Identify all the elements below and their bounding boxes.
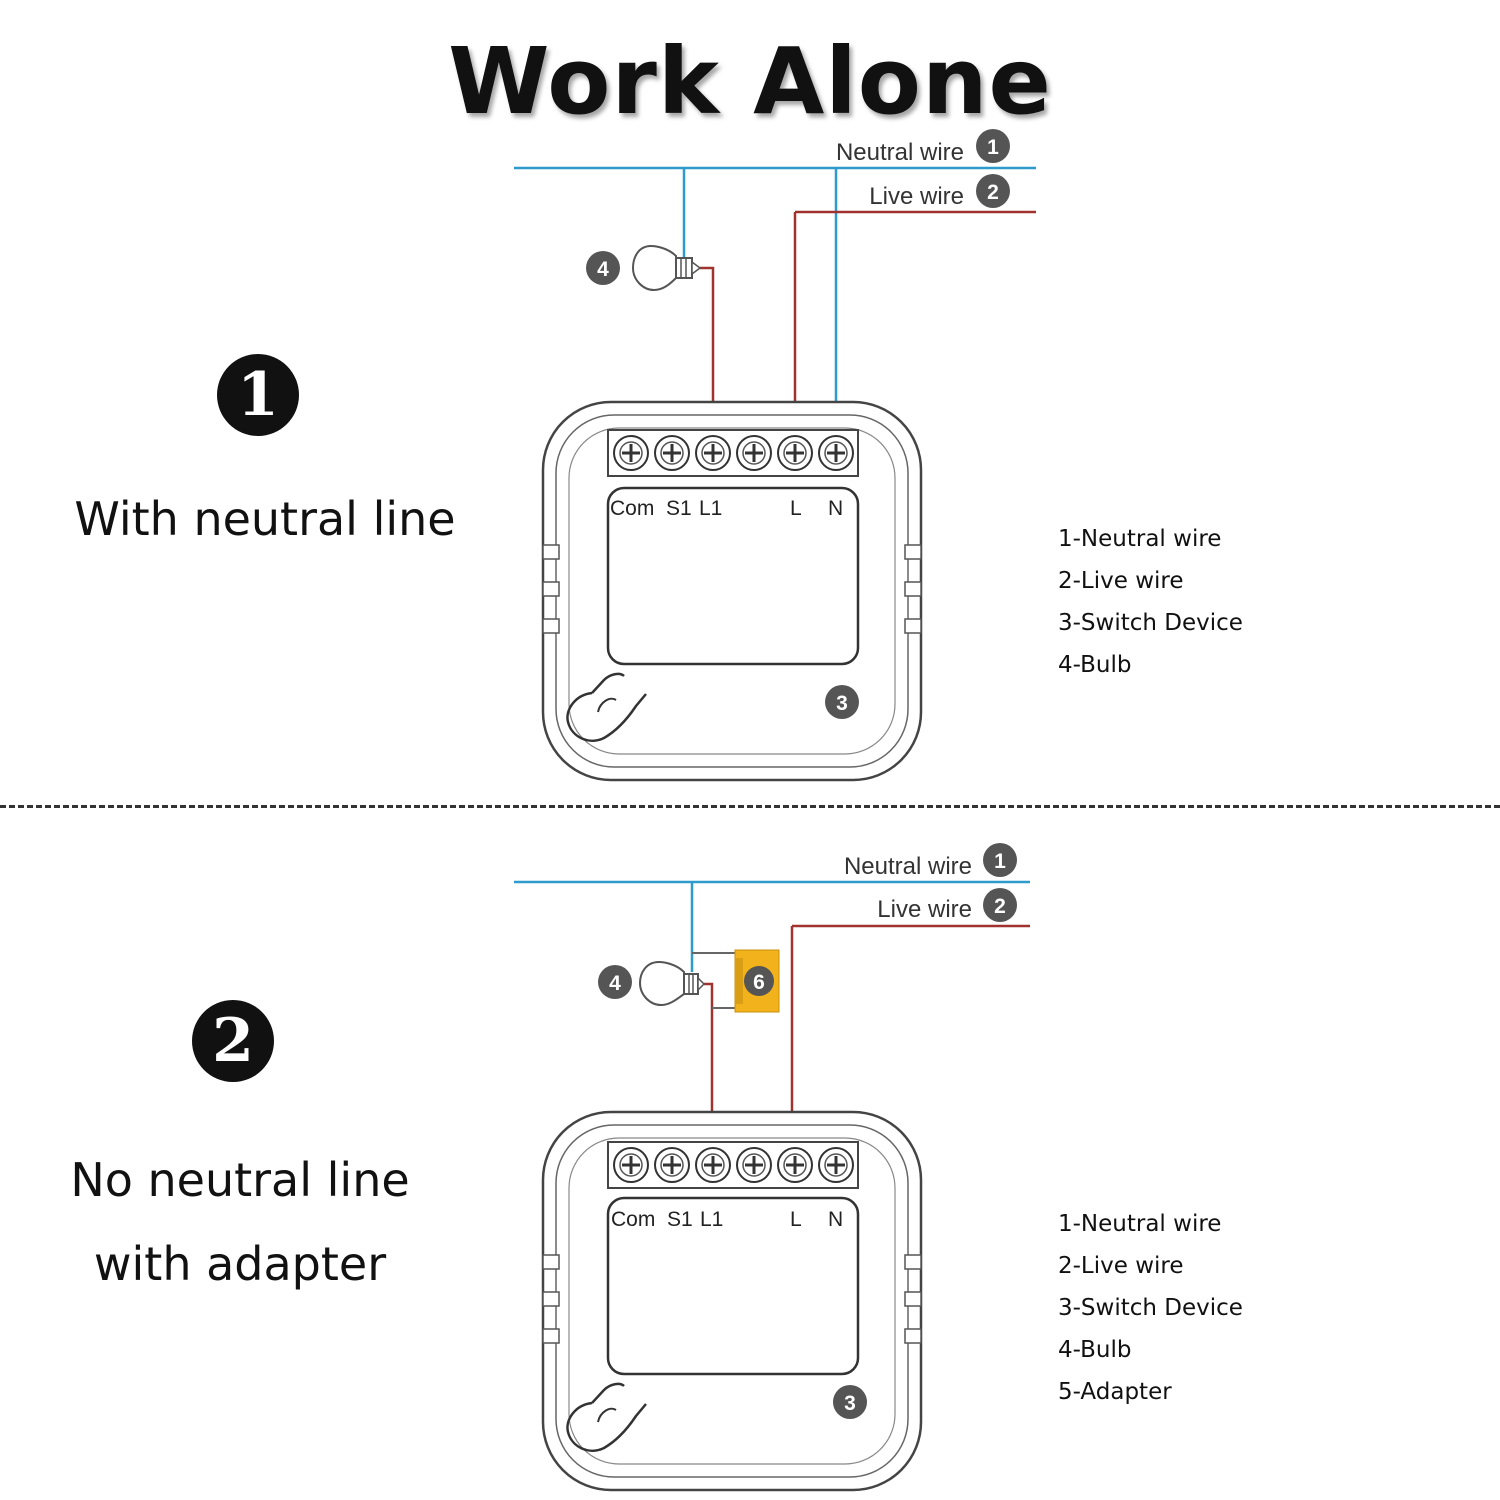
switch-device: Com S1 L1 L N — [541, 400, 923, 782]
section-1-caption: With neutral line — [40, 492, 490, 546]
wiring-diagram-2: 6 Neutral wire 1 Live wire 2 4 — [514, 843, 1030, 1492]
legend-item: 4-Bulb — [1058, 652, 1132, 678]
load-wire — [700, 266, 715, 465]
section-divider — [0, 805, 1500, 808]
terminal-label: L — [790, 497, 802, 520]
terminal-screw-icon — [818, 1147, 854, 1183]
number-badge — [744, 966, 774, 996]
switch-device: Com S1 L1 L N — [541, 1110, 923, 1492]
terminal-label: N — [828, 497, 843, 520]
live-wire-label: Live wire — [877, 896, 972, 923]
terminal-label: L — [790, 1208, 802, 1231]
legend-item: 3-Switch Device — [1058, 1295, 1243, 1321]
section-2-legend: 1-Neutral wire 2-Live wire 3-Switch Devi… — [1058, 1203, 1243, 1413]
load-wire — [704, 982, 714, 1164]
badge-number: 1 — [987, 136, 999, 159]
number-badge — [983, 843, 1017, 877]
legend-item: 2-Live wire — [1058, 568, 1184, 594]
legend-item: 1-Neutral wire — [1058, 526, 1222, 552]
caption-line: With neutral line — [74, 492, 456, 546]
section-2-caption: No neutral line with adapter — [20, 1138, 460, 1306]
legend-item: 2-Live wire — [1058, 1253, 1184, 1279]
terminal-label: N — [828, 1208, 843, 1231]
caption-line: with adapter — [93, 1237, 387, 1291]
wiring-diagram-1: Neutral wire 1 Live wire 2 4 — [514, 129, 1036, 782]
terminal-screw-icon — [736, 435, 772, 471]
terminal-screw-icon — [654, 1147, 690, 1183]
terminal-screw-icon — [777, 1147, 813, 1183]
badge-number: 2 — [987, 181, 999, 204]
badge-number: 3 — [836, 692, 848, 715]
badge-number: 6 — [753, 971, 765, 994]
terminal-label: S1 — [666, 497, 692, 520]
terminal-screw-icon — [613, 1147, 649, 1183]
section-1-marker: 1 — [217, 354, 299, 436]
number-badge — [983, 888, 1017, 922]
number-badge — [976, 174, 1010, 208]
badge-number: 1 — [994, 850, 1006, 873]
number-badge — [976, 129, 1010, 163]
legend-item: 5-Adapter — [1058, 1379, 1172, 1405]
terminal-screw-icon — [695, 435, 731, 471]
neutral-wire-label: Neutral wire — [836, 139, 964, 166]
section-2-marker: 2 — [192, 1000, 274, 1082]
terminal-screw-icon — [613, 435, 649, 471]
number-badge — [598, 965, 632, 999]
number-badge — [586, 251, 620, 285]
terminal-label: L1 — [699, 497, 722, 520]
page-title: Work Alone — [448, 28, 1052, 135]
terminal-screw-icon — [736, 1147, 772, 1183]
terminal-label: L1 — [700, 1208, 723, 1231]
caption-line: No neutral line — [70, 1153, 410, 1207]
section-1-legend: 1-Neutral wire 2-Live wire 3-Switch Devi… — [1058, 518, 1243, 686]
terminal-label: Com — [610, 497, 654, 520]
bulb-icon — [631, 244, 702, 292]
badge-number: 2 — [994, 895, 1006, 918]
live-wire-label: Live wire — [869, 183, 964, 210]
terminal-label: S1 — [667, 1208, 693, 1231]
bulb-icon — [638, 960, 706, 1007]
legend-item: 3-Switch Device — [1058, 610, 1243, 636]
badge-number: 4 — [597, 258, 609, 281]
number-badge — [825, 685, 859, 719]
legend-item: 4-Bulb — [1058, 1337, 1132, 1363]
terminal-screw-icon — [654, 435, 690, 471]
terminal-screw-icon — [695, 1147, 731, 1183]
terminal-screw-icon — [777, 435, 813, 471]
terminal-label: Com — [611, 1208, 655, 1231]
badge-number: 3 — [844, 1392, 856, 1415]
neutral-wire-label: Neutral wire — [844, 853, 972, 880]
terminal-screw-icon — [818, 435, 854, 471]
legend-item: 1-Neutral wire — [1058, 1211, 1222, 1237]
adapter-icon: 6 — [734, 949, 780, 1013]
badge-number: 4 — [609, 972, 621, 995]
number-badge — [833, 1385, 867, 1419]
